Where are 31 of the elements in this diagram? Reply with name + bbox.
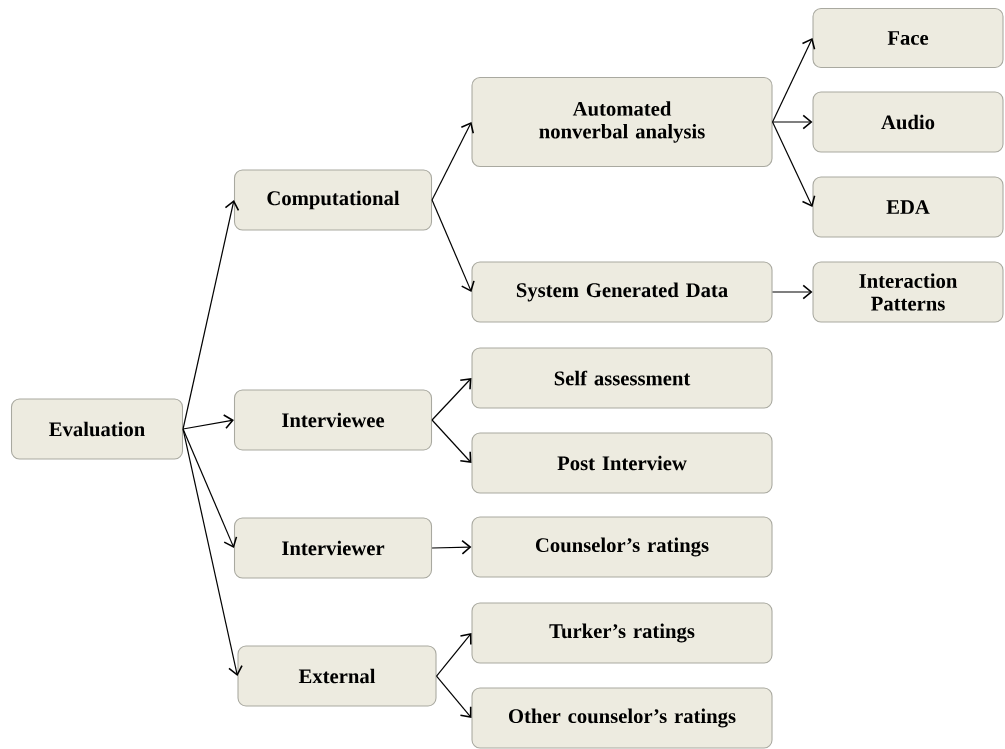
category-box: External (237, 645, 437, 707)
category-box: Interviewer (233, 517, 433, 579)
category-box: Turker’s ratings (471, 602, 773, 664)
arrow (182, 200, 240, 430)
arrow (431, 419, 472, 463)
category-box: System Generated Data (471, 261, 773, 323)
category-box: Self assessment (471, 347, 773, 409)
category-box: Other counselor’s ratings (471, 687, 773, 749)
category-box: EDA (812, 176, 1004, 238)
category-box: Counselor’s ratings (471, 516, 773, 578)
category-box: Audio (812, 91, 1004, 153)
arrow (771, 284, 813, 300)
category-box: Post Interview (471, 432, 773, 494)
arrow (431, 199, 475, 292)
category-box: Interviewee (233, 389, 433, 451)
arrow (771, 38, 816, 123)
arrow (435, 675, 472, 718)
arrow (431, 378, 472, 421)
arrow (182, 428, 238, 548)
arrow (431, 539, 472, 555)
arrow (182, 428, 243, 676)
arrow (435, 633, 472, 677)
arrow (431, 122, 475, 201)
arrow (771, 121, 816, 207)
category-box: Automated nonverbal analysis (471, 76, 773, 168)
category-box: Face (812, 7, 1004, 69)
arrow (182, 414, 234, 430)
category-box: Interaction Patterns (812, 261, 1004, 323)
category-box: Computational (233, 169, 433, 231)
arrow (771, 114, 813, 130)
category-box: Evaluation (10, 398, 184, 460)
